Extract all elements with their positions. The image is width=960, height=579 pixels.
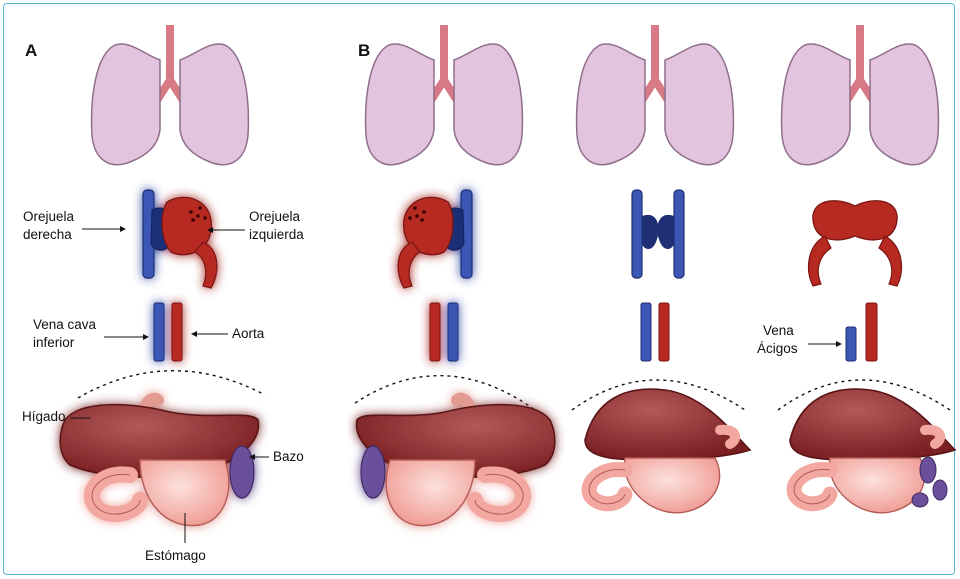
diaphragm-arc-a — [78, 371, 265, 398]
panel-letter-a: A — [25, 41, 37, 60]
label-ivc-1: Vena cava — [33, 317, 97, 332]
heart-c — [632, 190, 684, 278]
vessels-a — [154, 303, 182, 361]
vessels-b — [430, 303, 458, 361]
vessels-c — [641, 303, 669, 361]
abdomen-c — [585, 389, 750, 513]
label-right-auricle-2: derecha — [23, 227, 72, 242]
abdomen-b — [357, 399, 555, 526]
label-right-auricle-1: Orejuela — [23, 209, 75, 224]
label-azygos-1: Vena — [763, 323, 794, 338]
lungs-c — [577, 25, 734, 165]
abdomen-d — [790, 389, 955, 513]
heart-d — [809, 201, 902, 286]
heart-b — [398, 190, 472, 288]
label-ivc-2: inferior — [33, 335, 75, 350]
label-left-auricle-2: izquierda — [249, 227, 304, 242]
lungs-b — [366, 25, 523, 165]
label-aorta: Aorta — [232, 326, 265, 341]
lungs-d — [782, 25, 939, 165]
heart-a — [143, 190, 217, 288]
label-azygos-2: Ácigos — [757, 341, 798, 356]
vessels-d — [846, 303, 877, 361]
panel-letter-b: B — [358, 41, 370, 60]
label-spleen: Bazo — [273, 449, 304, 464]
label-stomach: Estómago — [145, 548, 206, 563]
label-left-auricle-1: Orejuela — [249, 209, 301, 224]
label-liver: Hígado — [22, 409, 66, 424]
lungs-a — [92, 25, 249, 165]
